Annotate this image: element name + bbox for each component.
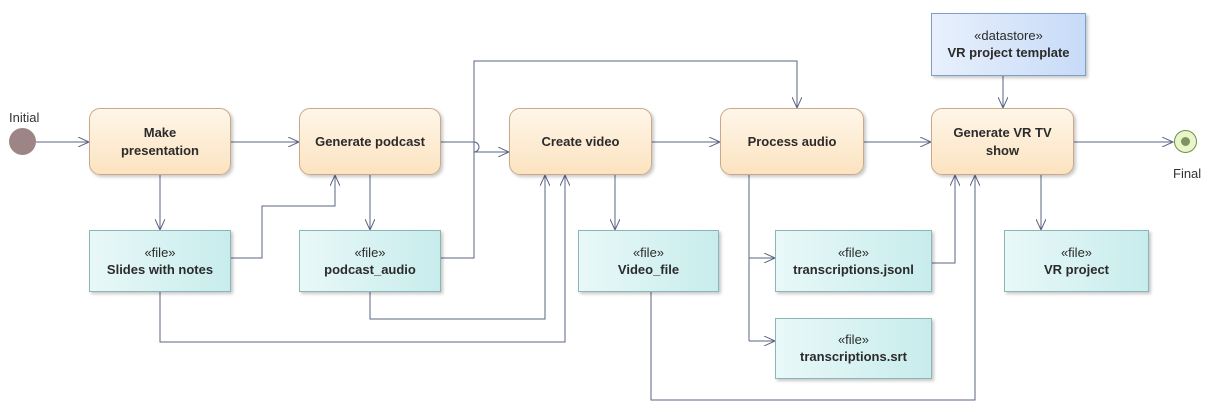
initial-node[interactable] bbox=[9, 128, 36, 155]
action-generate-podcast[interactable]: Generate podcast bbox=[299, 108, 441, 175]
flow-jsonl-to-generate-vr bbox=[932, 175, 955, 264]
file-stereotype: «file» bbox=[354, 244, 386, 260]
flow-generate-podcast-to-create-video bbox=[441, 141, 509, 152]
file-label: podcast_audio bbox=[324, 261, 416, 277]
final-label: Final bbox=[1173, 166, 1202, 181]
datastore-label: VR project template bbox=[947, 45, 1070, 60]
flow-video-file-to-generate-vr bbox=[650, 175, 975, 401]
file-label: transcriptions.jsonl bbox=[793, 261, 914, 277]
initial-label: Initial bbox=[9, 110, 40, 125]
action-create-video[interactable]: Create video bbox=[509, 108, 652, 175]
action-label: Process audio bbox=[747, 133, 837, 149]
datastore-vr-project-template[interactable]: «datastore» VR project template bbox=[931, 13, 1086, 76]
file-stereotype: «file» bbox=[632, 244, 665, 260]
file-video-file[interactable]: «file» Video_file bbox=[578, 230, 719, 292]
file-slides-with-notes[interactable]: «file» Slides with notes bbox=[89, 230, 231, 292]
file-label: VR project bbox=[1043, 261, 1109, 277]
final-node[interactable] bbox=[1174, 130, 1197, 153]
action-label: Generate podcast bbox=[315, 133, 425, 149]
flow-slides-to-generate-podcast bbox=[231, 175, 335, 259]
file-stereotype: «file» bbox=[837, 332, 870, 347]
final-node-dot bbox=[1181, 137, 1190, 146]
file-stereotype: «file» bbox=[837, 244, 870, 260]
action-generate-vr-tv-show[interactable]: Generate VR TV show bbox=[931, 108, 1074, 175]
file-label: transcriptions.srt bbox=[800, 349, 907, 364]
flow-podcast-audio-to-create-video bbox=[369, 175, 545, 320]
file-vr-project[interactable]: «file» VR project bbox=[1004, 230, 1149, 292]
flow-podcast-audio-to-process-audio bbox=[441, 60, 797, 259]
file-stereotype: «file» bbox=[144, 244, 176, 260]
flow-slides-to-create-video bbox=[159, 175, 565, 343]
file-transcriptions-jsonl[interactable]: «file» transcriptions.jsonl bbox=[775, 230, 932, 292]
action-label: Create video bbox=[541, 133, 620, 149]
file-label: Slides with notes bbox=[106, 261, 214, 277]
action-label: Generate VR TV show bbox=[953, 124, 1052, 158]
file-label: Video_file bbox=[617, 261, 680, 277]
action-make-presentation[interactable]: Make presentation bbox=[89, 108, 231, 175]
file-stereotype: «file» bbox=[1060, 244, 1093, 260]
file-podcast-audio[interactable]: «file» podcast_audio bbox=[299, 230, 441, 292]
action-process-audio[interactable]: Process audio bbox=[720, 108, 864, 175]
file-transcriptions-srt[interactable]: «file» transcriptions.srt bbox=[775, 318, 932, 379]
action-label: Make presentation bbox=[120, 124, 199, 158]
datastore-stereotype: «datastore» bbox=[974, 28, 1043, 43]
